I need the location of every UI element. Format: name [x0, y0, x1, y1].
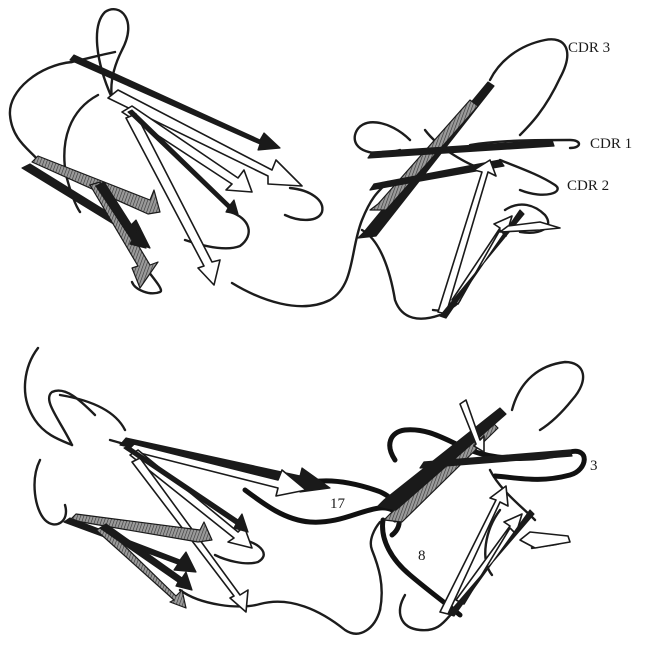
bottom-left-loop-6 — [180, 590, 380, 634]
cdr1-label: CDR 1 — [590, 136, 632, 152]
bottom-strand-r8 — [520, 532, 570, 548]
loop-17-label: 17 — [330, 496, 346, 512]
top-right-loop-1 — [355, 122, 410, 153]
top-strand-r5 — [438, 160, 496, 314]
bottom-structure: 3 17 8 — [25, 348, 598, 634]
top-structure: CDR 3 CDR 1 CDR 2 — [10, 9, 632, 318]
top-linker-2 — [362, 230, 440, 319]
cdr3-label: CDR 3 — [568, 40, 610, 56]
top-cdr2-loop — [500, 160, 558, 195]
bottom-strand-r4 — [440, 486, 508, 614]
loop-8-label: 8 — [418, 548, 426, 564]
bottom-left-loop-3 — [35, 460, 66, 524]
top-linker — [232, 182, 388, 306]
bottom-strand-l8 — [96, 526, 186, 608]
top-left-loop-2 — [10, 62, 72, 160]
top-left-loop-5 — [285, 188, 322, 220]
bottom-right-loop-1 — [512, 362, 583, 430]
top-strand-r3 — [368, 140, 554, 158]
bottom-linker — [371, 522, 382, 610]
top-cdr3-loop — [490, 39, 567, 135]
loop-3-label: 3 — [590, 458, 598, 474]
cdr2-label: CDR 2 — [567, 178, 609, 194]
